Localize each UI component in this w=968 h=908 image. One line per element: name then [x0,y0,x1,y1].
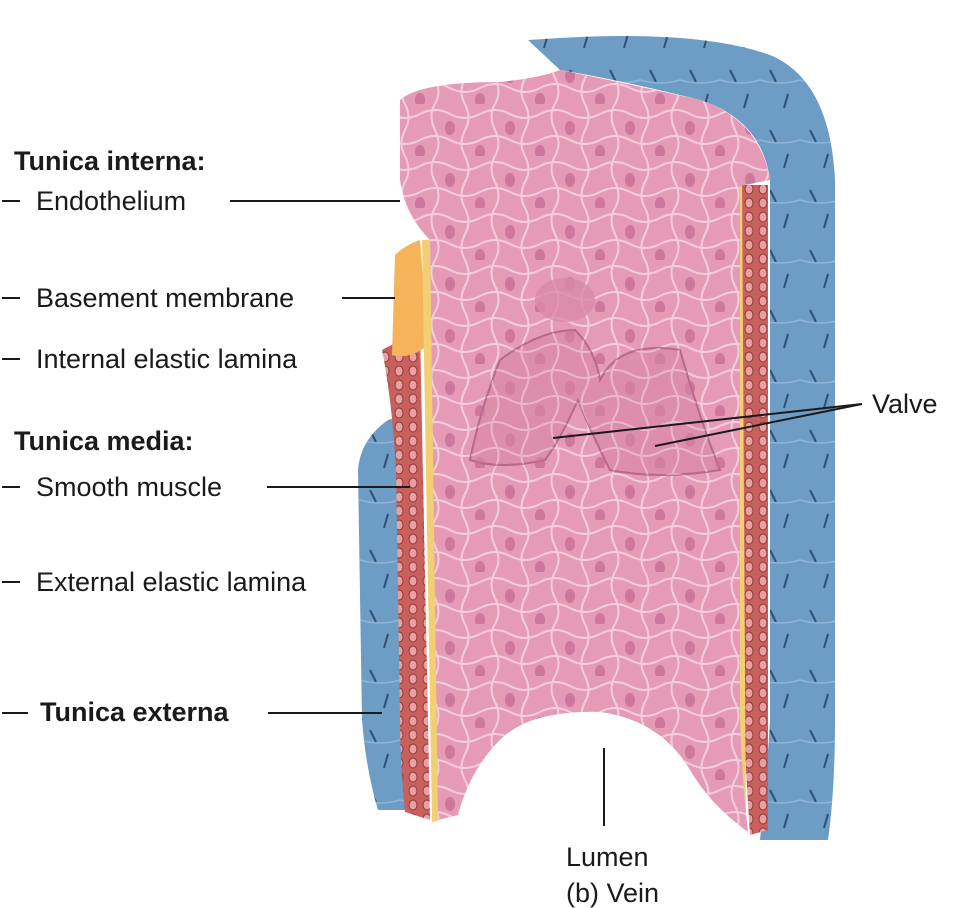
left-tunica-media-shape [382,330,430,820]
label-tunica-media: Tunica media: [14,426,194,456]
label-tunica-externa: Tunica externa [40,697,229,727]
bullet-endothelium [2,200,20,202]
caption: (b) Vein [566,878,660,908]
label-lumen: Lumen [566,842,649,872]
label-internal-elastic-lamina: Internal elastic lamina [36,344,298,374]
bullet-internal-elastic-lamina [2,358,20,360]
label-valve: Valve [872,389,938,419]
label-smooth-muscle: Smooth muscle [36,472,223,502]
bullet-external-elastic-lamina [2,581,20,583]
bullet-smooth-muscle [2,486,20,488]
label-external-elastic-lamina: External elastic lamina [36,567,307,597]
pointer-valve-1 [552,403,863,439]
internal-elastic-shape [422,240,440,822]
pointer-valve-2 [654,403,863,447]
bullet-tunica-externa [2,712,28,714]
bullet-basement-membrane [2,297,20,299]
label-endothelium: Endothelium [36,186,187,216]
basement-membrane-shape [392,240,428,357]
right-tunica-media-shape [740,185,768,835]
label-basement-membrane: Basement membrane [36,283,295,313]
label-tunica-interna: Tunica interna: [14,146,206,176]
